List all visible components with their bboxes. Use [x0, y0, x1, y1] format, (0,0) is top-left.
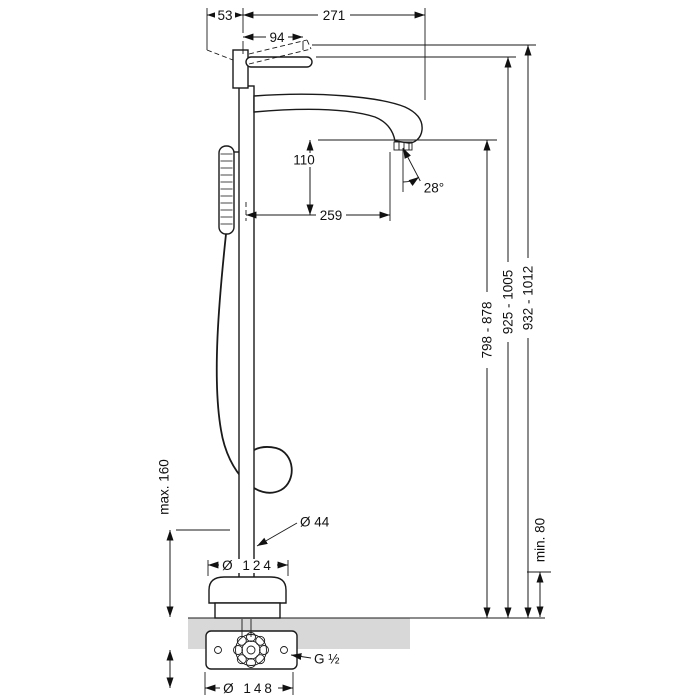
dim-max-160-label: max. 160 [157, 459, 172, 515]
dim-dia-124: Ø 124 [208, 558, 288, 573]
dim-932-1012-label: 932 - 1012 [521, 266, 536, 331]
dia-148-label: Ø 148 [223, 681, 275, 696]
dim-height-932-1012: 932 - 1012 [521, 45, 536, 618]
dim-259: 259 [246, 208, 390, 223]
dim-53-label: 53 [217, 8, 232, 23]
dim-94-label: 94 [269, 30, 285, 45]
installation-unit [205, 619, 298, 670]
lever-raised-outline [206, 39, 312, 65]
dia-124-label: Ø 124 [222, 558, 274, 573]
hand-shower-ribs [220, 153, 233, 225]
dim-798-878-label: 798 - 878 [480, 301, 495, 358]
extension-lines [176, 8, 551, 695]
faucet-lever [245, 56, 313, 68]
dim-dia-148: Ø 148 [205, 681, 293, 696]
shower-hose [215, 233, 293, 494]
leader-g-half: G ½ [290, 652, 340, 667]
hand-shower [218, 145, 235, 235]
dim-110-label: 110 [293, 153, 315, 168]
dim-height-798-878: 798 - 878 [480, 140, 495, 618]
dim-110: 110 [290, 140, 318, 215]
thread-label: G ½ [314, 652, 340, 667]
lever-pivot [232, 49, 249, 89]
dim-271-label: 271 [323, 8, 346, 23]
angle-label: 28° [424, 181, 444, 196]
base-escutcheon [208, 576, 287, 619]
leader-dia-44: Ø 44 [256, 515, 330, 547]
faucet-spout [253, 93, 423, 144]
dim-271: 271 [243, 8, 425, 23]
faucet-pillar [238, 85, 255, 579]
dim-min-80-label: min. 80 [533, 518, 548, 562]
dia-44-label: Ø 44 [300, 515, 330, 530]
dim-53: 53 [207, 8, 243, 23]
dim-925-1005-label: 925 - 1005 [501, 270, 516, 335]
dim-height-925-1005: 925 - 1005 [501, 57, 516, 618]
dim-94: 94 [243, 30, 303, 45]
dim-max-160: max. 160 [157, 459, 174, 617]
mounting-flange [214, 632, 288, 668]
angle-annotation: 28° [402, 147, 448, 196]
dim-259-label: 259 [320, 208, 343, 223]
dim-min-80: min. 80 [533, 518, 548, 617]
